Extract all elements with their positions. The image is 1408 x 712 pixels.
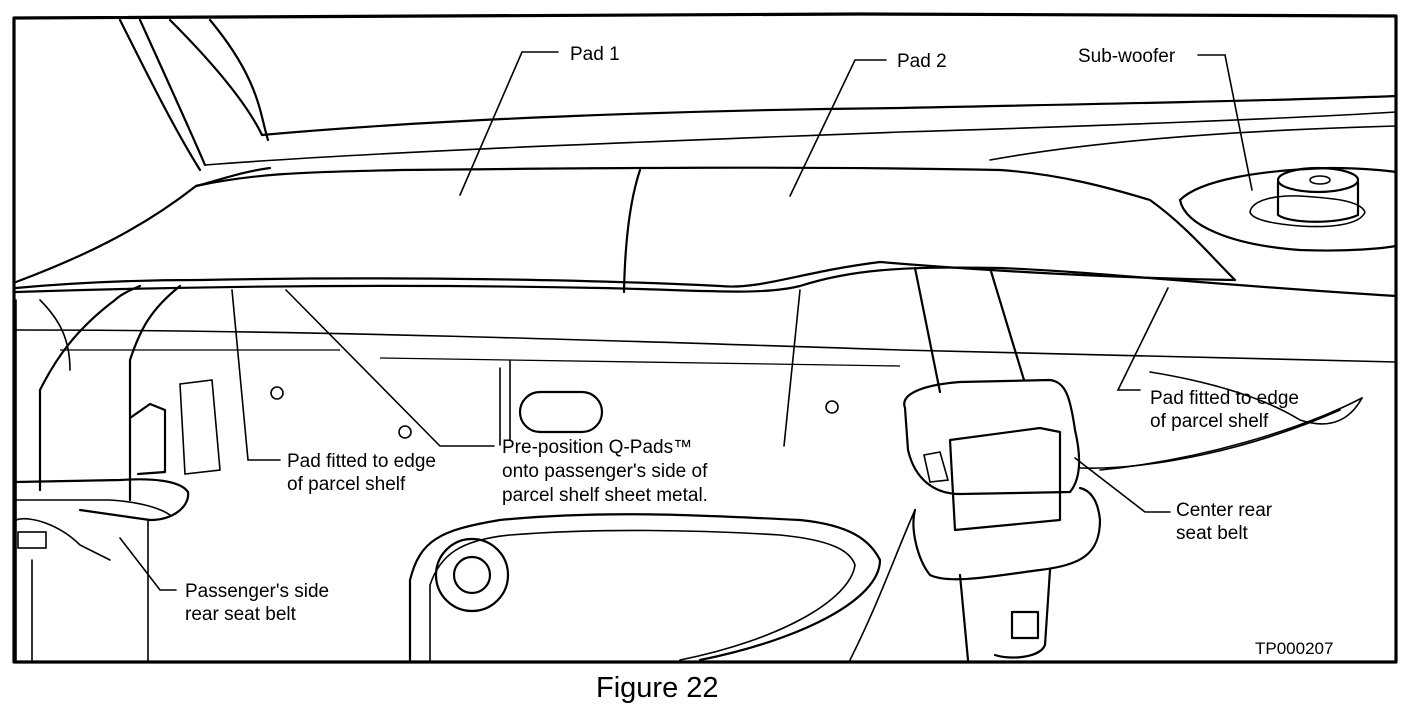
- callout-labels: Pad 1 Pad 2 Sub-woofer Pad fitted to edg…: [185, 44, 1333, 658]
- leader-lines: [119, 51, 1253, 591]
- label-preposition-line2: onto passenger's side of: [502, 461, 708, 482]
- label-preposition-line3: parcel shelf sheet metal.: [502, 485, 708, 506]
- figure-code: TP000207: [1255, 639, 1333, 658]
- subwoofer: [1178, 166, 1398, 252]
- center-seat-belt-graphic: [849, 266, 1102, 662]
- label-pad-fitted-left-line1: Pad fitted to edge: [287, 451, 436, 472]
- label-pad-fitted-right-line1: Pad fitted to edge: [1150, 388, 1299, 409]
- label-subwoofer: Sub-woofer: [1078, 46, 1176, 67]
- sheet-metal: [15, 299, 1397, 661]
- label-pad-2: Pad 2: [897, 51, 947, 72]
- label-passenger-belt-line2: rear seat belt: [185, 604, 297, 625]
- figure-border: [12, 12, 1398, 664]
- label-pad-1: Pad 1: [570, 44, 620, 65]
- passenger-seat-belt-graphic: [14, 284, 221, 661]
- label-center-belt-line1: Center rear: [1176, 500, 1273, 521]
- pads-on-shelf: [14, 166, 1398, 298]
- label-center-belt-line2: seat belt: [1176, 523, 1249, 544]
- label-pad-fitted-left-line2: of parcel shelf: [287, 474, 406, 495]
- label-passenger-belt-line1: Passenger's side: [185, 581, 329, 602]
- lower-bracket: [408, 513, 882, 662]
- label-pad-fitted-right-line2: of parcel shelf: [1150, 411, 1269, 432]
- label-preposition-line1: Pre-position Q-Pads™: [502, 437, 692, 458]
- figure-caption: Figure 22: [596, 672, 719, 704]
- rear-window-outline: [118, 18, 1398, 172]
